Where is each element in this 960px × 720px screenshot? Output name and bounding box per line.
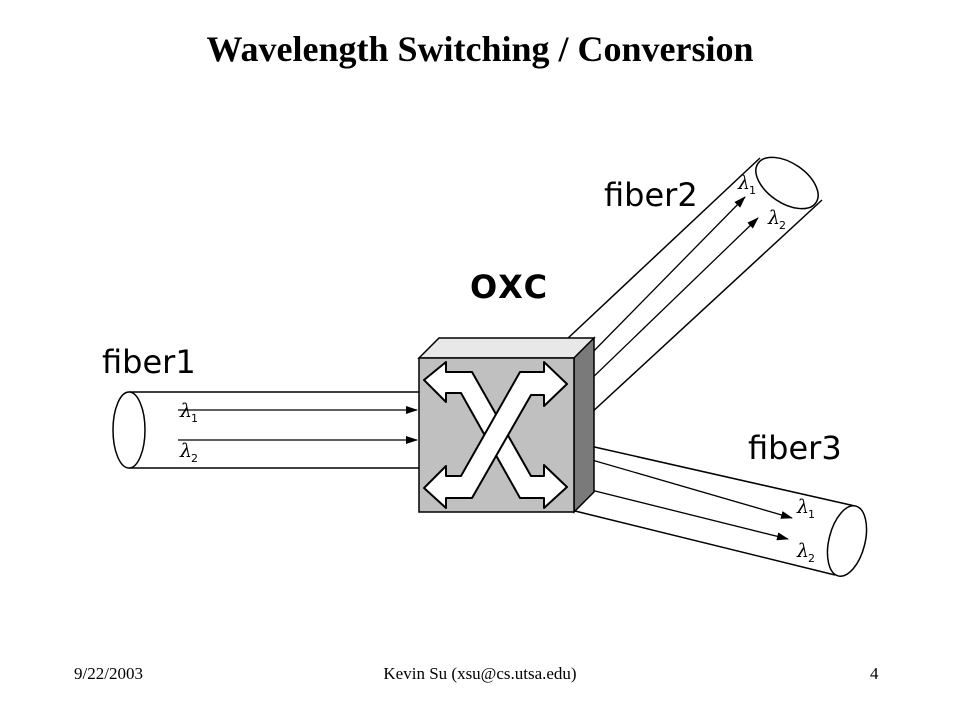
footer-author: Kevin Su (xsu@cs.utsa.edu) — [383, 664, 577, 683]
fiber3-lambda1-arrow — [591, 459, 793, 519]
fiber2-lambda1-symbol: λ — [737, 172, 750, 194]
crossing-arrows-icon — [423, 361, 568, 509]
fiber1-label: fiber1 — [102, 343, 196, 381]
oxc-label: OXC — [470, 268, 549, 306]
fiber1-lambda2-subscript: 2 — [191, 452, 198, 465]
fiber3-lambda2-symbol: λ — [796, 540, 809, 562]
fiber2-lambda1-subscript: 1 — [749, 184, 756, 197]
footer-page-number: 4 — [870, 664, 879, 683]
fiber3-lambda1-subscript: 1 — [808, 508, 815, 521]
oxc-side-face — [573, 336, 595, 514]
fiber2-cable — [565, 156, 823, 415]
fiber2-lambda2-symbol: λ — [767, 207, 780, 229]
fiber2-label: fiber2 — [604, 176, 698, 214]
fiber1-end — [112, 391, 146, 469]
fiber1-lambda1-subscript: 1 — [191, 412, 198, 425]
fiber2-lambda1-arrow — [582, 196, 746, 363]
oxc-top-face — [417, 337, 596, 359]
fiber3-lambda1-symbol: λ — [796, 496, 809, 518]
oxc-switch — [417, 336, 596, 514]
fiber3-end — [826, 505, 868, 577]
fiber1-cable — [112, 391, 420, 469]
slide-title: Wavelength Switching / Conversion — [206, 29, 754, 69]
footer-date: 9/22/2003 — [74, 664, 143, 683]
fiber1-lambda1-symbol: λ — [179, 400, 192, 422]
fiber2-lambda2-arrow — [586, 217, 759, 384]
fiber3-lambda2-arrow — [582, 487, 789, 541]
fiber3-cable — [574, 445, 868, 577]
fiber1-lambda2-symbol: λ — [179, 440, 192, 462]
fiber2-end — [755, 156, 819, 210]
fiber3-lambda2-subscript: 2 — [808, 552, 815, 565]
fiber2-lambda2-subscript: 2 — [779, 219, 786, 232]
fiber3-label: fiber3 — [748, 429, 842, 467]
